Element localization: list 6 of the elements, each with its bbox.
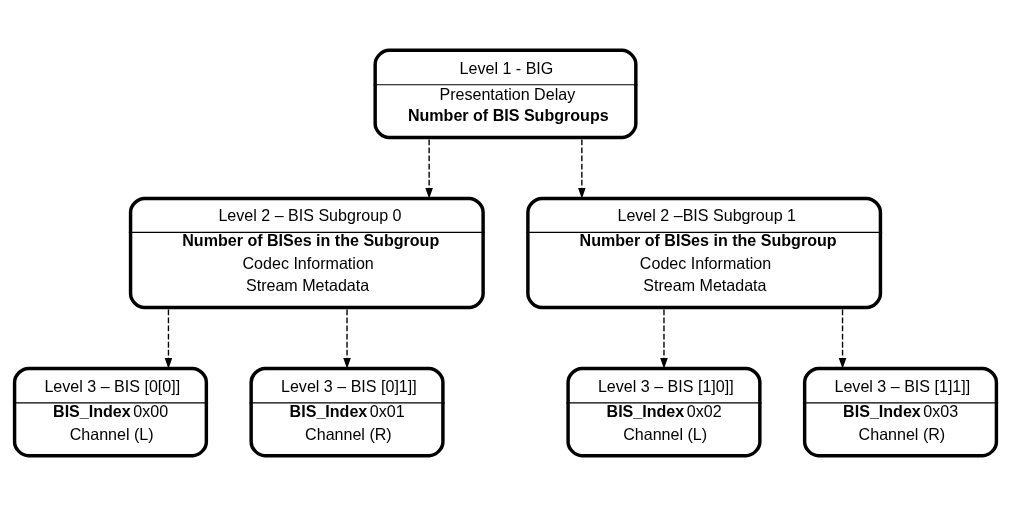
arrow	[343, 308, 351, 369]
arrow	[660, 308, 668, 369]
arrow	[164, 308, 173, 369]
arrow	[838, 308, 847, 369]
arrow	[425, 138, 433, 199]
arrow	[578, 138, 586, 199]
